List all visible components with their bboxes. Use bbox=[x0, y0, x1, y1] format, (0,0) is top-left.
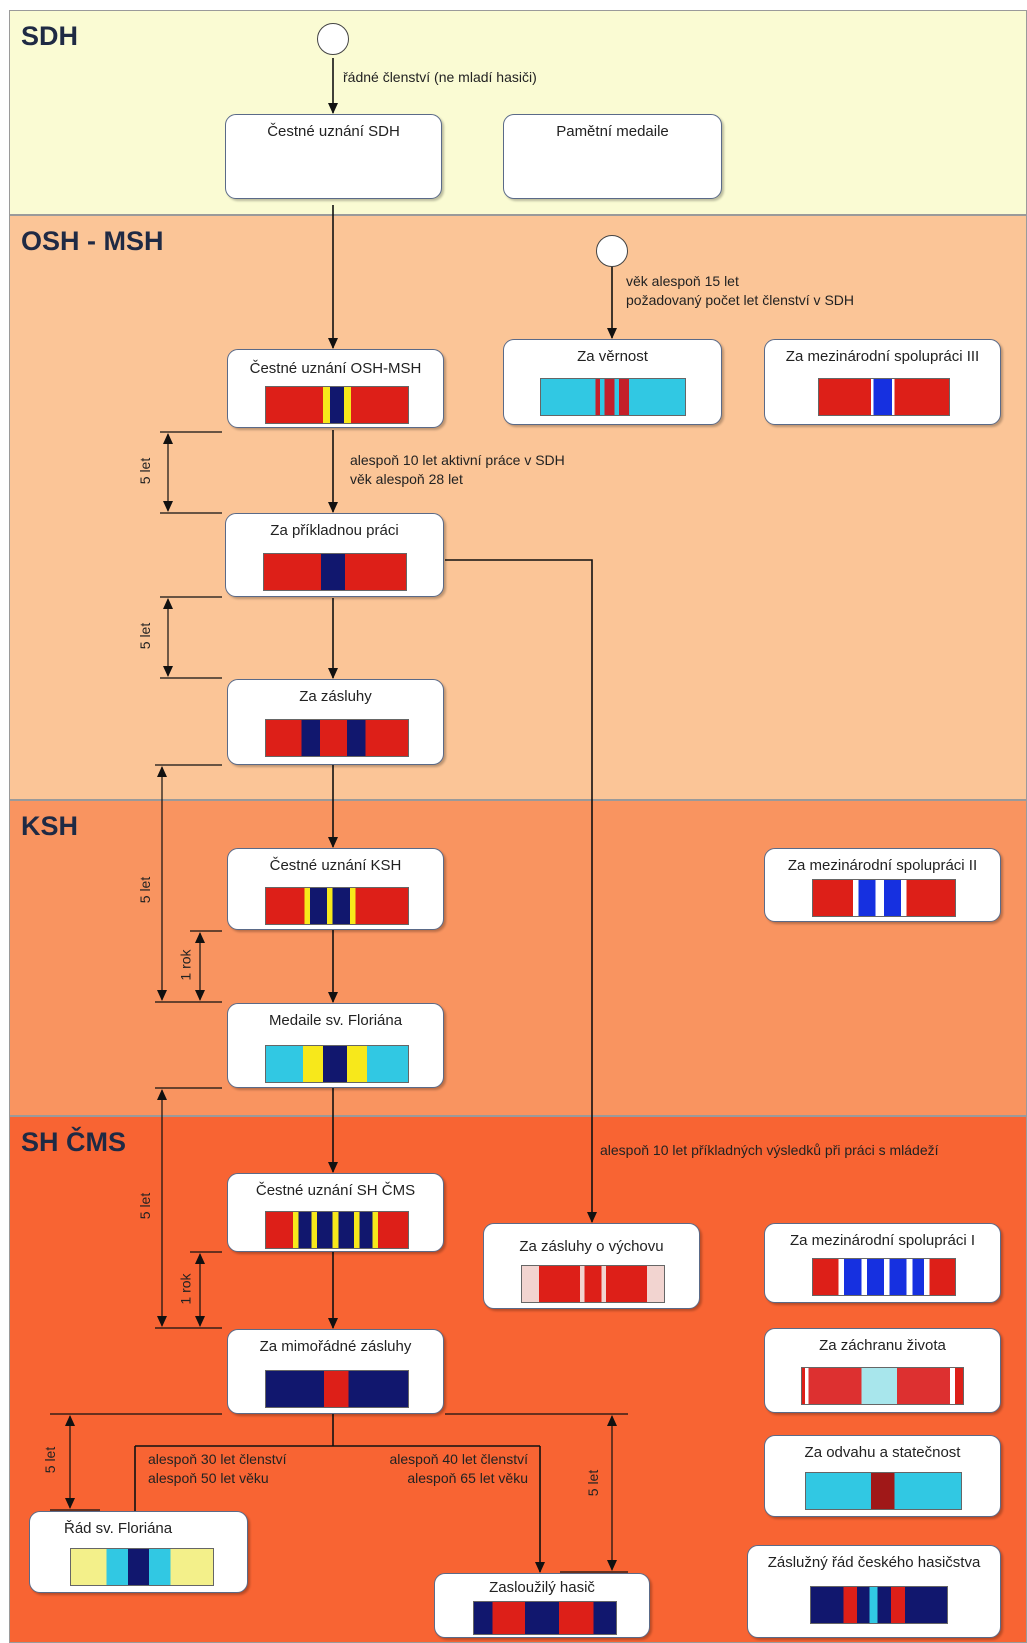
node-label: Za mimořádné zásluhy bbox=[259, 1338, 412, 1355]
node-label: Čestné uznání KSH bbox=[269, 857, 402, 874]
node-label: Za odvahu a statečnost bbox=[804, 1444, 961, 1461]
node-cestne-uznani-osh-msh[interactable]: Čestné uznání OSH-MSH bbox=[227, 349, 444, 428]
label-clenstvi-30: alespoň 30 let členství alespoň 50 let v… bbox=[148, 1451, 287, 1486]
node-za-zachranu-zivota[interactable]: Za záchranu života bbox=[764, 1328, 1001, 1413]
node-mezinarodni-spoluprace-iii[interactable]: Za mezinárodní spolupráci III bbox=[764, 339, 1001, 425]
dim-label-5let-b: 5 let bbox=[137, 622, 154, 650]
ribbon-priklad bbox=[263, 553, 407, 591]
node-label: Za mezinárodní spolupráci I bbox=[789, 1232, 976, 1249]
node-cestne-uznani-sdh[interactable]: Čestné uznání SDH bbox=[225, 114, 442, 199]
label-aktivni-10: alespoň 10 let aktivní práce v SDH věk a… bbox=[350, 452, 565, 487]
node-label: Zasloužilý hasič bbox=[489, 1579, 595, 1596]
ribbon-mezi3 bbox=[818, 378, 950, 416]
node-label: Za příkladnou práci bbox=[270, 522, 399, 539]
dim-label-5let-f: 5 let bbox=[585, 1469, 602, 1497]
node-mezinarodni-spoluprace-ii[interactable]: Za mezinárodní spolupráci II bbox=[764, 848, 1001, 922]
node-za-odvahu-a-statecnost[interactable]: Za odvahu a statečnost bbox=[764, 1435, 1001, 1517]
label-radne-clenstvi: řádné členství (ne mladí hasiči) bbox=[343, 69, 537, 85]
node-label: Čestné uznání SDH bbox=[267, 123, 400, 140]
band-title-osh-msh: OSH - MSH bbox=[21, 226, 164, 256]
node-zasluzny-rad-ceskeho-hasicstva[interactable]: Záslužný řád českého hasičstva bbox=[747, 1545, 1001, 1638]
band-title-sh-cms: SH ČMS bbox=[21, 1127, 127, 1157]
node-label: Za zásluhy o výchovu bbox=[519, 1238, 664, 1255]
node-za-zasluhy-o-vychovu[interactable]: Za zásluhy o výchovu bbox=[483, 1223, 700, 1309]
start-node-sdh bbox=[317, 23, 349, 55]
ribbon-mimoradne bbox=[265, 1370, 409, 1408]
dim-label-5let-e: 5 let bbox=[42, 1446, 59, 1474]
node-label: Medaile sv. Floriána bbox=[268, 1012, 403, 1029]
node-label: Řád sv. Floriána bbox=[64, 1520, 173, 1537]
ribbon-rad-florian bbox=[70, 1548, 214, 1586]
ribbon-cestne-osh bbox=[265, 386, 409, 424]
ribbon-mezi1 bbox=[812, 1258, 956, 1296]
node-pametni-medaile[interactable]: Pamětní medaile bbox=[503, 114, 722, 199]
node-label: Za záchranu života bbox=[819, 1337, 946, 1354]
node-rad-sv-floriana[interactable]: Řád sv. Floriána bbox=[29, 1511, 248, 1593]
ribbon-mezi2 bbox=[812, 879, 956, 917]
node-label: Čestné uznání OSH-MSH bbox=[249, 360, 422, 377]
ribbon-zachranu bbox=[801, 1367, 964, 1405]
dim-label-5let-c: 5 let bbox=[137, 876, 154, 904]
ribbon-vernost bbox=[540, 378, 686, 416]
label-mladez: alespoň 10 let příkladných výsledků při … bbox=[600, 1142, 939, 1158]
node-label: Pamětní medaile bbox=[556, 123, 669, 140]
dim-label-1rok-a: 1 rok bbox=[177, 949, 194, 981]
dim-label-5let-d: 5 let bbox=[137, 1192, 154, 1220]
band-osh-msh: OSH - MSH bbox=[9, 215, 1027, 800]
node-za-prikladnou-praci[interactable]: Za příkladnou práci bbox=[225, 513, 444, 597]
node-mezinarodni-spoluprace-i[interactable]: Za mezinárodní spolupráci I bbox=[764, 1223, 1001, 1303]
node-label: Čestné uznání SH ČMS bbox=[255, 1182, 416, 1199]
ribbon-odvahu bbox=[805, 1472, 962, 1510]
node-label: Za zásluhy bbox=[299, 688, 372, 705]
node-za-mimoradne-zasluhy[interactable]: Za mimořádné zásluhy bbox=[227, 1329, 444, 1414]
node-label: Za věrnost bbox=[577, 348, 648, 365]
band-title-sdh: SDH bbox=[21, 21, 79, 51]
node-zasluzily-hasic[interactable]: Zasloužilý hasič bbox=[434, 1573, 650, 1638]
node-cestne-uznani-ksh[interactable]: Čestné uznání KSH bbox=[227, 848, 444, 930]
ribbon-vychovu bbox=[521, 1265, 665, 1303]
ribbon-florian-med bbox=[265, 1045, 409, 1083]
node-za-vernost[interactable]: Za věrnost bbox=[503, 339, 722, 425]
dim-label-5let-a: 5 let bbox=[137, 457, 154, 485]
ribbon-zasluzny-rad bbox=[810, 1586, 948, 1624]
arrow-priklad-to-vychovu bbox=[445, 559, 597, 1223]
node-za-zasluhy[interactable]: Za zásluhy bbox=[227, 679, 444, 765]
node-label: Za mezinárodní spolupráci III bbox=[785, 348, 980, 365]
node-label: Za mezinárodní spolupráci II bbox=[787, 857, 978, 874]
ribbon-cestne-shcms bbox=[265, 1211, 409, 1249]
node-label: Záslužný řád českého hasičstva bbox=[767, 1554, 981, 1571]
label-clenstvi-40: alespoň 40 let členství alespoň 65 let v… bbox=[389, 1451, 528, 1486]
dim-label-1rok-b: 1 rok bbox=[177, 1273, 194, 1305]
node-cestne-uznani-sh-cms[interactable]: Čestné uznání SH ČMS bbox=[227, 1173, 444, 1252]
label-vek-15: věk alespoň 15 let požadovaný počet let … bbox=[626, 273, 855, 308]
ribbon-zasluzily bbox=[473, 1601, 617, 1635]
ribbon-zasluhy bbox=[265, 719, 409, 757]
ribbon-cestne-ksh bbox=[265, 887, 409, 925]
node-medaile-sv-floriana[interactable]: Medaile sv. Floriána bbox=[227, 1003, 444, 1088]
start-node-vernost bbox=[596, 235, 628, 267]
band-title-ksh: KSH bbox=[21, 811, 79, 841]
